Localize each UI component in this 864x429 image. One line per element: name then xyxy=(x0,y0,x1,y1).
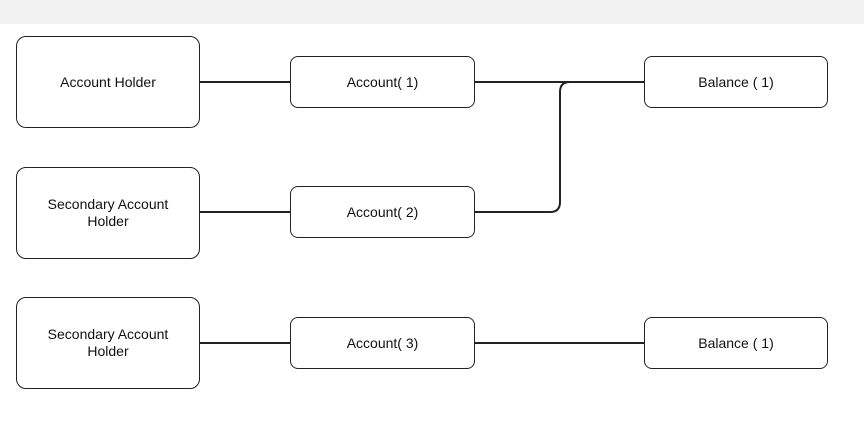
node-account-3-label: Account( 3) xyxy=(346,334,419,351)
node-account-holder: Account Holder xyxy=(16,36,200,128)
node-balance-bottom-label: Balance ( 1) xyxy=(698,334,774,351)
node-secondary-holder-2-label: Secondary Account Holder xyxy=(47,326,169,359)
node-account-3: Account( 3) xyxy=(290,317,475,369)
node-account-1: Account( 1) xyxy=(290,56,475,108)
node-account-holder-label: Account Holder xyxy=(60,73,156,90)
node-balance-bottom: Balance ( 1) xyxy=(644,317,828,369)
node-account-2: Account( 2) xyxy=(290,186,475,238)
node-secondary-holder-1-label: Secondary Account Holder xyxy=(47,196,169,229)
node-balance-top-label: Balance ( 1) xyxy=(698,73,774,90)
node-account-1-label: Account( 1) xyxy=(346,73,419,90)
edge-account2-balance xyxy=(475,81,644,213)
node-secondary-holder-2: Secondary Account Holder xyxy=(16,297,200,389)
node-balance-top: Balance ( 1) xyxy=(644,56,828,108)
top-band xyxy=(0,0,864,24)
node-account-2-label: Account( 2) xyxy=(346,203,419,220)
node-secondary-holder-1: Secondary Account Holder xyxy=(16,167,200,259)
